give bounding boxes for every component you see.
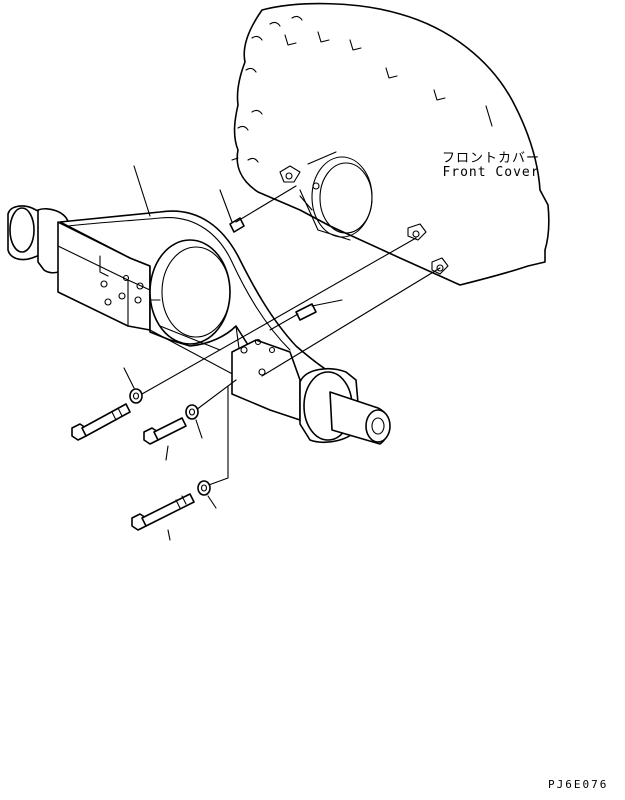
front-cover xyxy=(231,2,550,286)
bolt-1 xyxy=(71,403,131,441)
bracket xyxy=(7,205,391,445)
washer-3 xyxy=(197,480,217,509)
front-cover-label-jp: フロントカバー xyxy=(441,151,540,166)
dowel-pin-lower xyxy=(269,299,343,331)
bolt-2 xyxy=(143,417,187,461)
washer-2 xyxy=(185,404,203,439)
washer-1 xyxy=(123,367,143,404)
dowel-pin-upper xyxy=(219,185,297,233)
bolt-3 xyxy=(131,493,195,541)
front-cover-label-en: Front Cover xyxy=(442,165,540,180)
drawing-code: PJ6E076 xyxy=(548,778,609,791)
assembly-lines xyxy=(133,165,441,487)
